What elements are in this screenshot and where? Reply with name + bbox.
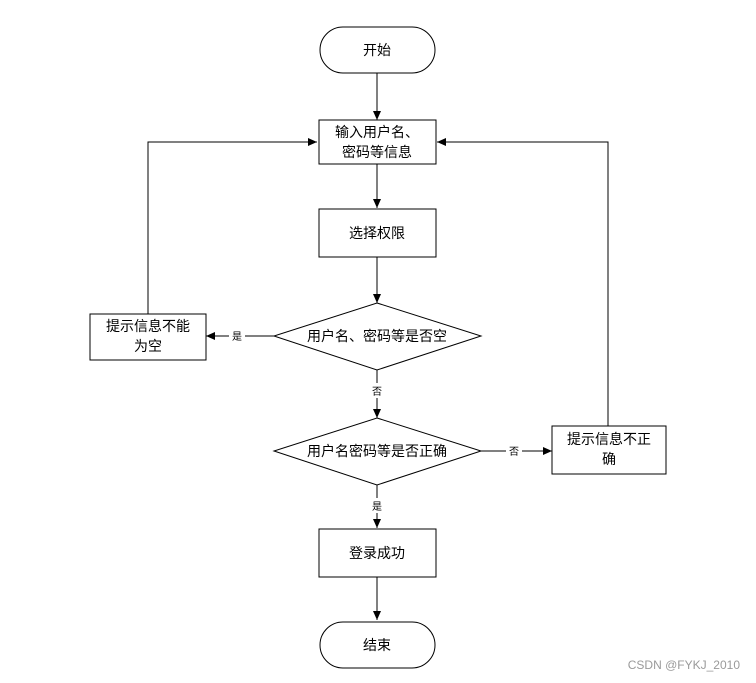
node-check-correct: 用户名密码等是否正确 [272,417,483,486]
node-end: 结束 [319,621,436,669]
end-label: 结束 [363,638,391,654]
edge-label-empty-yes: 是 [232,331,242,343]
edge-label-empty-no: 否 [372,386,382,398]
wrong-tip-process-box [551,425,667,475]
permission-process-box [318,208,437,258]
empty-tip-label-line-1: 提示信息不能 [106,318,190,335]
check-empty-label: 用户名、密码等是否空 [307,328,447,345]
end-terminator-shape [319,621,436,669]
start-terminator-shape [319,26,436,74]
success-label: 登录成功 [349,546,405,562]
node-input: 输入用户名、 密码等信息 [318,119,437,165]
edge-label-correct-no: 否 [509,446,519,458]
node-wrong-tip: 提示信息不正 确 [551,425,667,475]
success-process-box [318,528,437,578]
permission-label: 选择权限 [349,226,405,242]
edge-labels: 是 否 否 是 [229,328,522,513]
node-permission: 选择权限 [318,208,437,258]
node-check-empty: 用户名、密码等是否空 [272,302,483,371]
empty-tip-label-line-2: 为空 [134,339,162,355]
input-label-line-2: 密码等信息 [342,144,412,161]
csdn-watermark: CSDN @FYKJ_2010 [628,658,741,672]
wrong-tip-label-line-1: 提示信息不正 [567,431,651,448]
check-empty-decision-shape [272,302,483,371]
check-correct-decision-shape [272,417,483,486]
input-label-line-1: 输入用户名、 [335,124,419,141]
input-process-box [318,119,437,165]
check-correct-label: 用户名密码等是否正确 [307,443,447,460]
edge-wrong-tip-back-to-input [437,138,609,426]
edge-empty-tip-back-to-input [147,138,317,314]
empty-tip-process-box [89,313,207,361]
edge-label-correct-yes: 是 [372,501,382,513]
wrong-tip-label-line-2: 确 [602,452,616,468]
node-start: 开始 [319,26,436,74]
node-empty-tip: 提示信息不能 为空 [89,313,207,361]
start-label: 开始 [363,43,391,59]
node-success: 登录成功 [318,528,437,578]
